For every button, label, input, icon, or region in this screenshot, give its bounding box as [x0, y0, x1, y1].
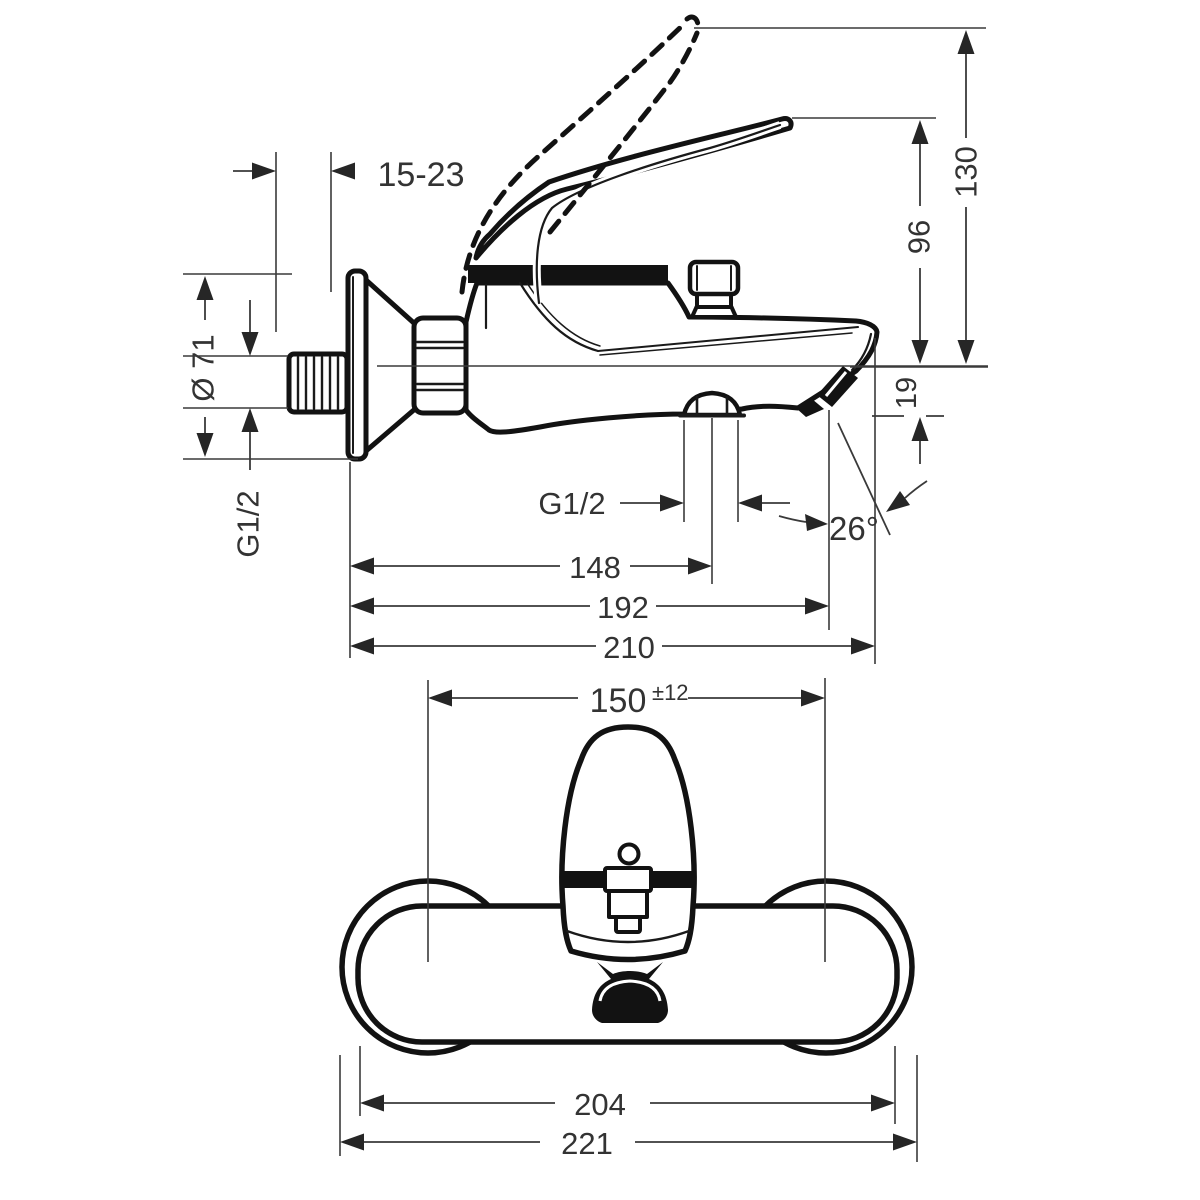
dim-outlet-thread: G1/2: [538, 420, 790, 522]
cartridge-ring: [468, 265, 668, 283]
lever-handle-raised-dashed: [459, 14, 701, 295]
side-view: 15-23 Ø 71 G1/2 130: [183, 14, 988, 665]
dim-total-projection: 210: [350, 630, 875, 665]
dim-inlet-thread: G1/2: [183, 300, 288, 558]
union-nut-grooves: [415, 340, 465, 392]
spout-top-line-2: [599, 332, 853, 356]
dim-label-connection-tolerance: ±12: [652, 680, 689, 705]
dome-skirt-line: [565, 929, 691, 944]
wall-union: [286, 268, 469, 462]
dim-label-outlet-projection: 148: [569, 550, 621, 585]
dim-outlet-drop: 19: [872, 377, 944, 464]
dim-body-width: 204: [359, 1046, 896, 1124]
handle-screw-hole: [617, 842, 641, 866]
spout-outlet-front: [592, 962, 668, 1023]
dim-label-aerator-projection: 192: [597, 590, 649, 625]
dim-label-spray-angle: 26°: [829, 510, 879, 547]
dim-label-outlet-thread: G1/2: [538, 486, 605, 521]
shoulder-arc-outer: [518, 281, 600, 353]
dim-label-wall-depth: 15-23: [378, 156, 465, 194]
mixer-body-silhouette: [463, 280, 880, 435]
front-view: 150 ±12 204 221: [339, 678, 918, 1162]
dim-connection-centers: 150 ±12: [427, 678, 826, 962]
dim-label-outlet-drop: 19: [891, 377, 923, 409]
handle-skirt-line: [535, 123, 782, 305]
dim-label-inlet-thread: G1/2: [231, 490, 266, 557]
dim-total-width: 221: [339, 1055, 918, 1162]
diverter-knob: [687, 259, 741, 319]
thread-lines: [296, 355, 340, 411]
dim-label-connection-centers: 150: [590, 682, 647, 720]
dim-height-handle-up: 130: [694, 27, 988, 368]
dim-aerator-projection: 192: [350, 410, 830, 630]
aerator: [796, 366, 858, 417]
dim-spray-angle: 26°: [778, 338, 928, 664]
escutcheon-plate: [345, 268, 369, 462]
dim-label-body-width: 204: [574, 1087, 626, 1122]
shower-outlet: [678, 390, 746, 418]
dim-label-escutcheon-diameter: Ø 71: [186, 334, 221, 401]
dim-label-height-handle: 96: [902, 220, 937, 254]
dim-label-height-handle-up: 130: [949, 146, 984, 198]
dim-escutcheon-diameter: Ø 71: [183, 273, 358, 460]
dim-outlet-projection: 148: [349, 418, 713, 658]
dim-height-handle: 96: [792, 117, 937, 364]
dim-label-total-width: 221: [561, 1126, 613, 1161]
spout-top-line: [597, 326, 859, 352]
dim-wall-depth: 15-23: [233, 152, 464, 332]
dim-label-total-projection: 210: [603, 630, 655, 665]
diverter-knob-front: [603, 866, 653, 934]
